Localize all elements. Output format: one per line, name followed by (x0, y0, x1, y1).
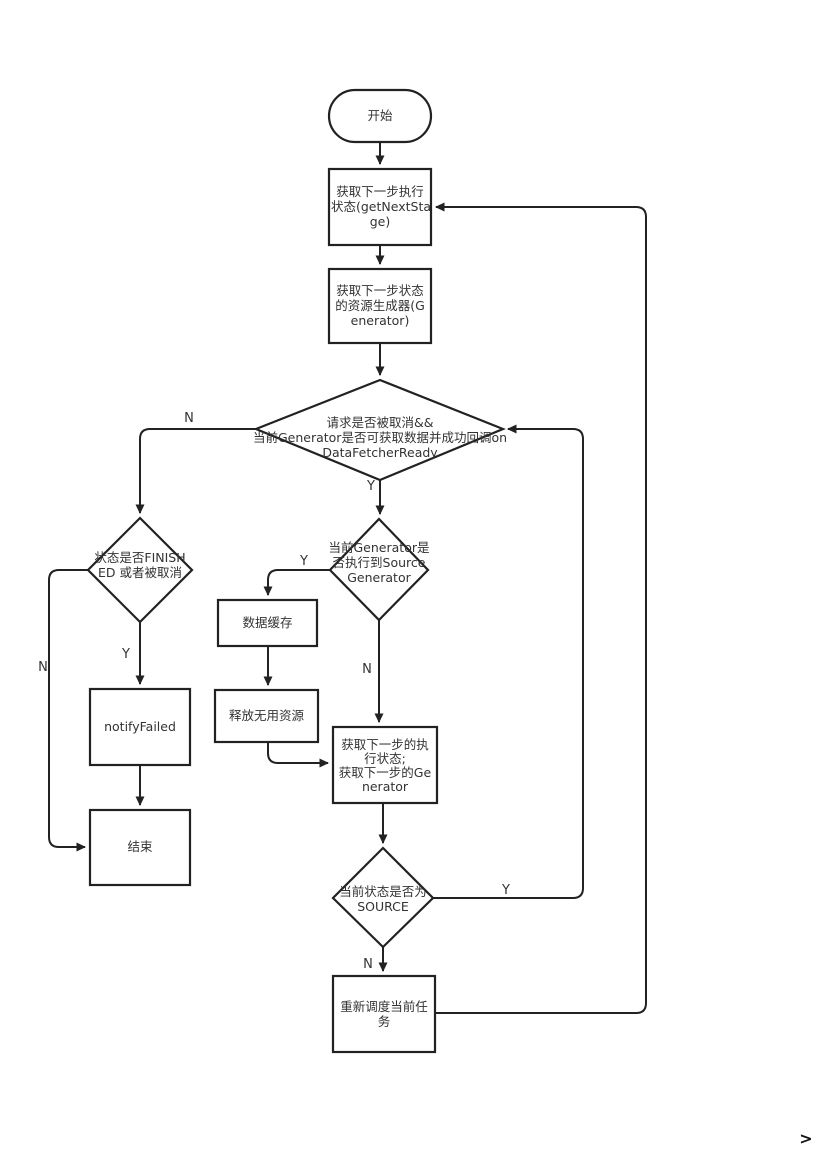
decision-source-generator-shape (328, 517, 430, 622)
branch-label-request-cancelled-no: N (184, 411, 194, 426)
next-chevron-icon[interactable]: > (799, 1129, 813, 1148)
node-source-generator-line: 当前Generator是 (328, 540, 430, 555)
branch-label-state-finished-yes: Y (122, 647, 130, 662)
node-source-generator-label: 当前Generator是 否执行到Source Generator (314, 540, 444, 585)
process-next-step-shape (331, 725, 439, 805)
node-release-resources-line: 释放无用资源 (228, 708, 304, 723)
start-terminal-shape (327, 88, 433, 144)
node-state-finished-line: 状态是否FINISH (94, 550, 186, 565)
node-state-finished-label: 状态是否FINISH ED 或者被取消 (75, 550, 205, 580)
node-notify-failed-line: notifyFailed (104, 719, 176, 734)
process-data-cache-shape (216, 598, 319, 648)
node-is-source-line: 当前状态是否为 (339, 884, 427, 899)
edge-request-cancelled-no-to-state-finished (135, 428, 256, 514)
node-get-next-stage-line: ge) (369, 214, 391, 229)
node-get-next-stage-line: 状态(getNextSta (331, 199, 432, 214)
process-get-generator-shape (327, 267, 433, 345)
node-source-generator-line: Generator (347, 570, 411, 585)
node-request-cancelled-line: 请求是否被取消&& (326, 415, 434, 430)
node-data-cache-line: 数据缓存 (242, 615, 293, 630)
decision-is-source-shape (331, 846, 435, 949)
node-reschedule-line: 务 (377, 1014, 391, 1029)
decision-request-cancelled-shape (253, 378, 506, 482)
branch-label-source-generator-yes: Y (300, 554, 308, 569)
node-source-generator-line: 否执行到Source (332, 555, 426, 570)
node-is-source-line: SOURCE (357, 899, 409, 914)
node-notify-failed-label: notifyFailed (90, 719, 190, 734)
node-reschedule-line: 重新调度当前任 (340, 999, 428, 1014)
edge-release-resources-to-next-step (267, 742, 329, 768)
node-request-cancelled-label: 请求是否被取消&& 当前Generator是否可获取数据并成功回调on Data… (230, 415, 530, 460)
process-end-shape (88, 808, 192, 887)
node-get-next-stage-line: 获取下一步执行 (336, 184, 424, 199)
node-is-source-label: 当前状态是否为 SOURCE (318, 884, 448, 914)
node-get-generator-line: 的资源生成器(G (335, 298, 425, 313)
process-reschedule-shape (331, 974, 437, 1054)
edge-source-generator-yes-to-data-cache (263, 569, 330, 596)
process-notify-failed-shape (88, 687, 192, 767)
edge-state-finished-no-to-end (48, 569, 88, 852)
node-request-cancelled-line: 当前Generator是否可获取数据并成功回调on (252, 430, 508, 445)
node-data-cache-label: 数据缓存 (218, 615, 317, 630)
node-get-next-stage-label: 获取下一步执行 状态(getNextSta ge) (331, 184, 432, 229)
node-next-step-line: nerator (361, 779, 409, 794)
node-start-label: 开始 (330, 108, 430, 123)
node-end-line: 结束 (127, 839, 153, 854)
node-get-generator-line: enerator) (350, 313, 410, 328)
branch-label-is-source-no: N (363, 957, 373, 972)
branch-label-state-finished-no: N (38, 660, 48, 675)
node-next-step-label: 获取下一步的执 行状态; 获取下一步的Ge nerator (333, 738, 437, 794)
process-release-resources-shape (213, 688, 320, 744)
node-next-step-line: 行状态; (364, 751, 406, 766)
branch-label-request-cancelled-yes: Y (367, 479, 375, 494)
node-release-resources-label: 释放无用资源 (215, 708, 318, 723)
decision-state-finished-shape (86, 516, 194, 624)
process-get-next-stage-shape (327, 167, 433, 247)
node-end-label: 结束 (90, 839, 190, 854)
node-reschedule-label: 重新调度当前任 务 (333, 999, 435, 1029)
node-get-generator-line: 获取下一步状态 (336, 283, 424, 298)
node-next-step-line: 获取下一步的Ge (338, 765, 432, 780)
node-next-step-line: 获取下一步的执 (341, 737, 429, 752)
branch-label-source-generator-no: N (362, 662, 372, 677)
edge-is-source-yes-to-request-cancelled (433, 424, 584, 899)
node-get-generator-label: 获取下一步状态 的资源生成器(G enerator) (331, 283, 429, 328)
node-start-line: 开始 (367, 108, 393, 123)
edge-reschedule-to-get-next-stage (435, 202, 647, 1014)
node-request-cancelled-line: DataFetcherReady (322, 445, 438, 460)
branch-label-is-source-yes: Y (502, 883, 510, 898)
node-state-finished-line: ED 或者被取消 (98, 565, 182, 580)
